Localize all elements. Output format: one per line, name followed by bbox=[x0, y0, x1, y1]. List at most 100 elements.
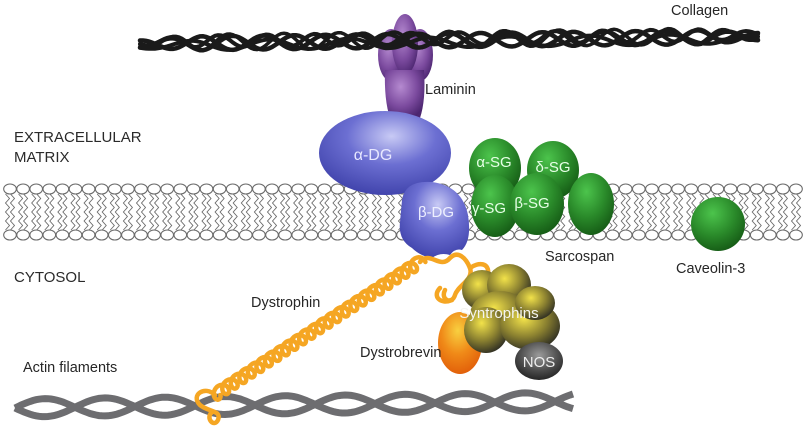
lipid-tail bbox=[75, 193, 81, 231]
lipid-tail bbox=[62, 193, 68, 231]
lipid-head bbox=[68, 183, 83, 195]
alpha-dystroglycan: α-DG bbox=[319, 111, 451, 195]
lipid-tail bbox=[232, 193, 238, 231]
lipid-head bbox=[3, 183, 17, 195]
lipid-head bbox=[618, 183, 633, 195]
lipid-head bbox=[16, 183, 30, 195]
lipid-head bbox=[199, 183, 214, 195]
lipid-head bbox=[265, 229, 279, 241]
lipid-tail bbox=[345, 193, 351, 231]
lipid-tail bbox=[769, 193, 775, 231]
lipid-head bbox=[212, 229, 227, 241]
lipid-head bbox=[29, 229, 44, 241]
lipid-head bbox=[710, 183, 725, 195]
lipid-head bbox=[330, 229, 345, 241]
dystrophin-n-terminus bbox=[194, 388, 221, 426]
lipid-head bbox=[81, 229, 96, 241]
lipid-head bbox=[121, 183, 135, 195]
actin-filaments bbox=[13, 389, 575, 421]
lipid-head bbox=[55, 229, 70, 241]
lipid-tail bbox=[686, 193, 692, 231]
sarcospan bbox=[568, 173, 614, 235]
lipid-head bbox=[160, 183, 175, 195]
lipid-head bbox=[173, 229, 188, 241]
lipid-tail bbox=[743, 193, 749, 231]
lipid-tail bbox=[36, 193, 42, 231]
lipid-head bbox=[147, 183, 161, 195]
lipid-head bbox=[94, 183, 109, 195]
lipid-tail bbox=[751, 193, 757, 231]
lipid-tail bbox=[638, 193, 644, 231]
laminin-label: Laminin bbox=[425, 82, 476, 98]
lipid-tail bbox=[633, 193, 639, 231]
lipid-head bbox=[252, 229, 266, 241]
dystrophin-c-tail bbox=[434, 285, 455, 304]
lipid-tail bbox=[22, 193, 29, 231]
lipid-tail bbox=[764, 193, 770, 231]
lipid-head bbox=[55, 183, 70, 195]
lipid-head bbox=[684, 183, 699, 195]
lipid-head bbox=[186, 229, 201, 241]
lipid-head bbox=[107, 229, 122, 241]
lipid-head bbox=[631, 183, 646, 195]
lipid-tail bbox=[9, 193, 16, 231]
lipid-tail bbox=[127, 193, 134, 231]
lipid-head bbox=[658, 183, 672, 195]
beta-sg-label: β-SG bbox=[514, 195, 549, 212]
lipid-tail bbox=[180, 193, 186, 231]
alpha-sg-label: α-SG bbox=[476, 154, 511, 171]
lipid-tail bbox=[358, 193, 364, 231]
collagen-strand bbox=[138, 26, 760, 52]
dystrophin-rod bbox=[211, 255, 428, 402]
lipid-head bbox=[160, 229, 175, 241]
lipid-head bbox=[278, 229, 292, 241]
dystrophin bbox=[194, 252, 491, 426]
lipid-head bbox=[317, 229, 332, 241]
collagen-fibril bbox=[137, 26, 761, 53]
lipid-tail bbox=[620, 193, 626, 231]
lipid-head bbox=[278, 183, 292, 195]
lipid-tail bbox=[153, 193, 160, 231]
lipid-tail bbox=[148, 193, 155, 231]
actin-strand bbox=[13, 390, 575, 421]
lipid-head bbox=[343, 229, 358, 241]
lipid-head bbox=[723, 183, 738, 195]
nos-label: NOS bbox=[523, 354, 556, 371]
lipid-tail bbox=[350, 193, 356, 231]
lipid-head bbox=[356, 229, 371, 241]
lipid-tail bbox=[17, 193, 24, 231]
lipid-tail bbox=[219, 193, 225, 231]
lipid-tail bbox=[651, 193, 658, 231]
lipid-tail bbox=[114, 193, 120, 231]
lipid-tail bbox=[206, 193, 212, 231]
lipid-tail bbox=[293, 193, 299, 231]
dystrobrevin-label: Dystrobrevin bbox=[360, 345, 442, 361]
lipid-head bbox=[330, 183, 345, 195]
lipid-head bbox=[658, 229, 672, 241]
lipid-tail bbox=[284, 193, 291, 231]
lipid-tail bbox=[659, 193, 666, 231]
lipid-head bbox=[225, 183, 240, 195]
gamma-sg-label: γ-SG bbox=[472, 200, 506, 217]
lipid-tail bbox=[306, 193, 312, 231]
lipid-tail bbox=[646, 193, 653, 231]
cytosol-label: CYTOSOL bbox=[14, 269, 86, 286]
lipid-tail bbox=[101, 193, 107, 231]
lipid-head bbox=[16, 229, 30, 241]
lipid-tail bbox=[240, 193, 246, 231]
lipid-head bbox=[107, 183, 122, 195]
lipid-tail bbox=[44, 193, 50, 231]
lipid-head bbox=[369, 229, 384, 241]
dystrophin-label: Dystrophin bbox=[251, 295, 321, 311]
lipid-head bbox=[631, 229, 646, 241]
lipid-head bbox=[68, 229, 83, 241]
lipid-tail bbox=[389, 193, 396, 231]
lipid-head bbox=[173, 183, 188, 195]
lipid-tail bbox=[371, 193, 377, 231]
extracellular-matrix-label-line2: MATRIX bbox=[14, 149, 70, 166]
sarcospan-label: Sarcospan bbox=[545, 249, 615, 265]
lipid-head bbox=[147, 229, 161, 241]
lipid-head bbox=[304, 183, 319, 195]
